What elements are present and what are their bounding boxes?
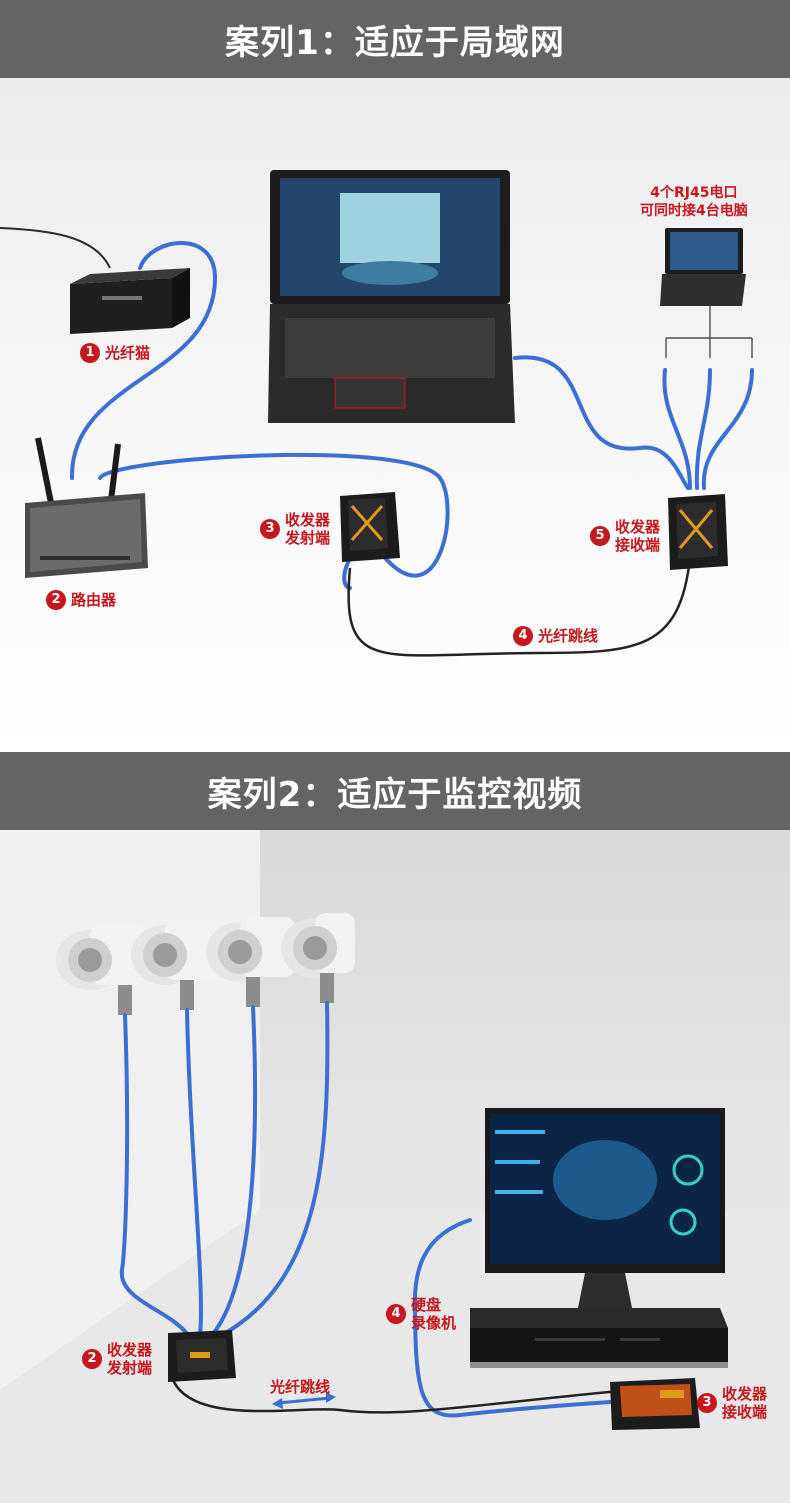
label-text-line1: 收发器 <box>107 1341 153 1359</box>
fiber-arrow <box>277 1396 331 1405</box>
camera-2 <box>131 920 220 1010</box>
fiber-jumper <box>347 557 692 657</box>
label-number: 3 <box>697 1393 717 1413</box>
laptop-ports-note-line1: 4个RJ45电口 <box>650 185 738 201</box>
label-fiber-modem: 1 光纤猫 <box>80 343 150 363</box>
nvr-device <box>470 1308 728 1368</box>
label-text-line2: 接收端 <box>615 536 661 554</box>
label-text-line2: 录像机 <box>411 1314 457 1332</box>
camera-cable-2 <box>185 1008 203 1337</box>
label-text-line1: 收发器 <box>722 1385 768 1403</box>
label-nvr: 4 硬盘 录像机 <box>386 1296 456 1332</box>
label-number: 1 <box>80 343 100 363</box>
cable-port-3 <box>701 368 754 490</box>
label-fiber-jumper-2: 光纤跳线 <box>270 1378 331 1396</box>
fiber-modem-device <box>70 268 190 334</box>
camera-1 <box>56 925 145 1015</box>
case2-scene: 4 硬盘 录像机 2 收发器 发射端 光纤跳线 3 收发器 接收端 <box>0 830 790 1503</box>
monitor <box>485 1108 725 1308</box>
camera-3 <box>206 917 295 1007</box>
label-fiber-jumper: 4 光纤跳线 <box>513 626 598 646</box>
transmitter-device <box>340 492 400 562</box>
receiver-device-2 <box>610 1378 700 1430</box>
label-number: 5 <box>590 526 610 546</box>
cable-router-transmitter <box>98 452 450 578</box>
modem-power-cord <box>0 227 111 269</box>
label-text-line1: 硬盘 <box>411 1296 442 1314</box>
fiber-jumper-2 <box>168 1369 631 1414</box>
label-number: 4 <box>513 626 533 646</box>
label-text-line1: 收发器 <box>615 518 661 536</box>
label-text-line2: 接收端 <box>722 1403 768 1421</box>
label-text-line2: 发射端 <box>107 1359 153 1377</box>
cable-port-2 <box>694 368 712 490</box>
case1-scene: 4个RJ45电口 可同时接4台电脑 1 光纤猫 2 路由器 3 收发器 发射端 … <box>0 78 790 752</box>
label-receiver: 5 收发器 接收端 <box>590 518 660 554</box>
case1-diagram <box>0 170 754 657</box>
router-device <box>25 437 148 578</box>
label-number: 2 <box>82 1349 102 1369</box>
cable-nvr-receiver <box>412 1218 612 1418</box>
laptop-ports-note-line2: 可同时接4台电脑 <box>640 203 748 219</box>
cable-modem-router <box>69 241 218 480</box>
case1-title: 案列1：适应于局域网 <box>0 0 790 78</box>
case2-diagram <box>0 830 790 1503</box>
camera-group <box>56 913 355 1015</box>
port-bracket <box>665 306 753 358</box>
label-transmitter-2: 2 收发器 发射端 <box>82 1341 152 1377</box>
label-number: 2 <box>46 590 66 610</box>
label-text: 光纤跳线 <box>538 627 599 645</box>
label-number: 3 <box>260 519 280 539</box>
label-text-line2: 发射端 <box>285 529 331 547</box>
receiver-device <box>668 494 728 570</box>
camera-cable-4 <box>220 1001 330 1337</box>
laptop-remote <box>660 228 746 306</box>
cable-port-1 <box>662 368 692 490</box>
laptop-ports-note: 4个RJ45电口 可同时接4台电脑 <box>640 184 748 220</box>
transmitter-device-2 <box>168 1330 236 1382</box>
label-receiver-2: 3 收发器 接收端 <box>697 1385 767 1421</box>
label-text: 路由器 <box>71 591 117 609</box>
camera-cable-3 <box>210 1005 258 1337</box>
label-transmitter: 3 收发器 发射端 <box>260 511 330 547</box>
laptop-main <box>268 170 515 423</box>
label-text: 光纤猫 <box>105 344 151 362</box>
camera-cable-1 <box>119 1013 190 1337</box>
label-number: 4 <box>386 1304 406 1324</box>
camera-4 <box>281 913 355 1003</box>
cable-laptop-receiver <box>513 355 690 490</box>
label-router: 2 路由器 <box>46 590 116 610</box>
case2-title: 案列2：适应于监控视频 <box>0 752 790 830</box>
label-text-line1: 收发器 <box>285 511 331 529</box>
